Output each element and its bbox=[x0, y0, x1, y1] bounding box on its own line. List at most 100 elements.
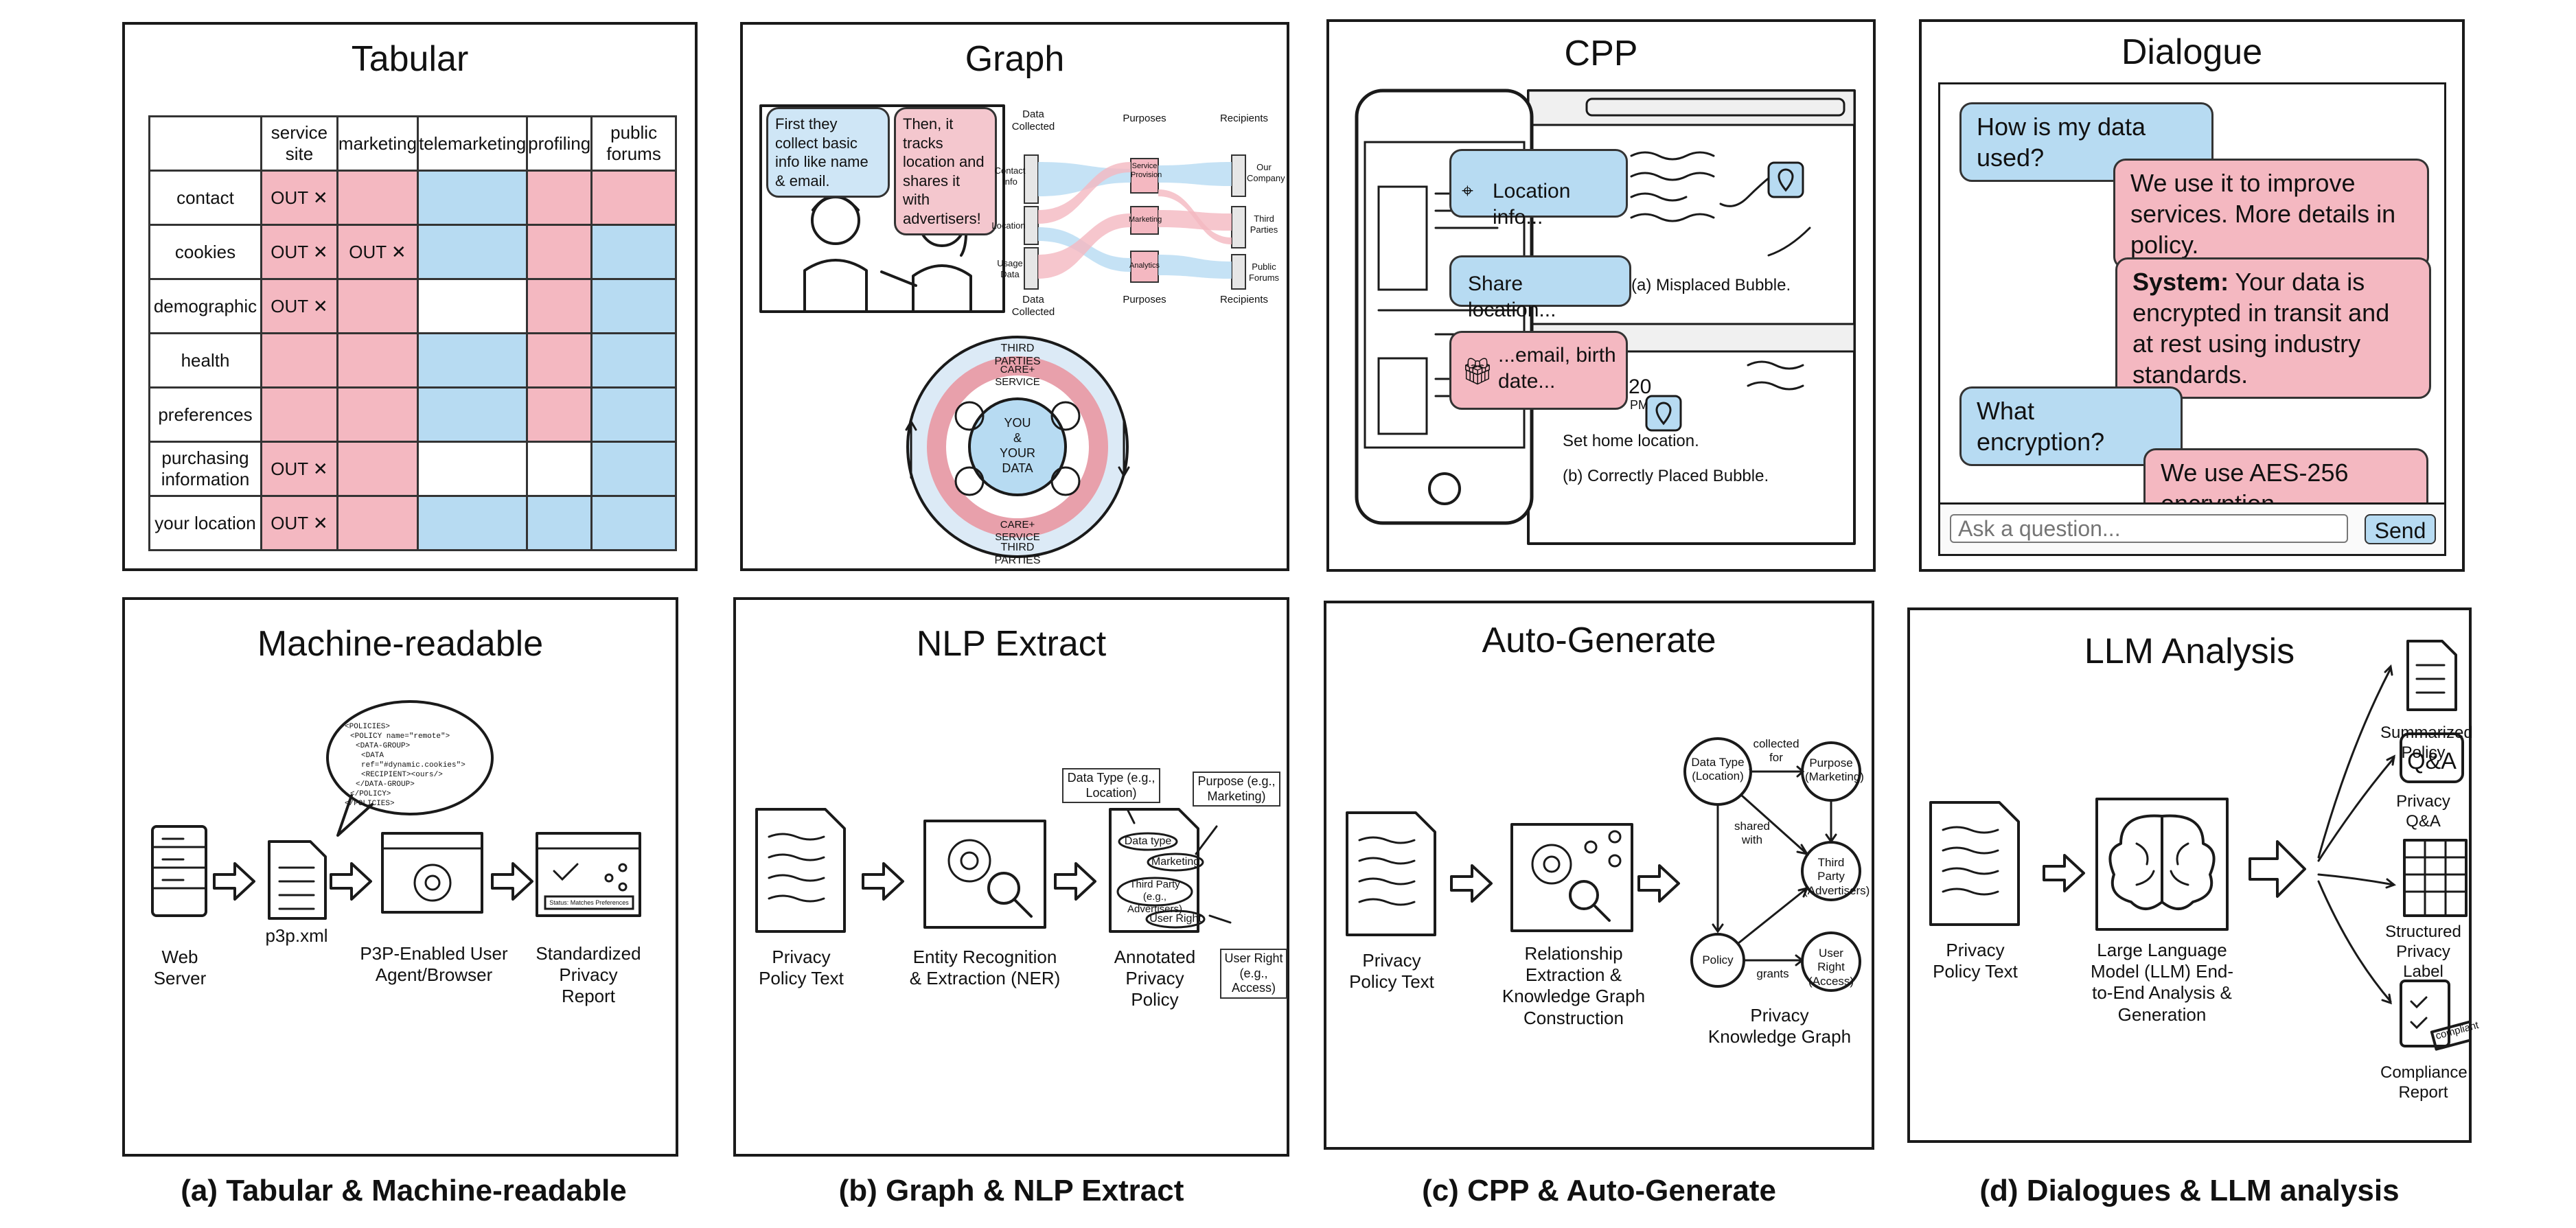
gift-icon: 🎁︎ bbox=[1461, 358, 1495, 386]
caption-d: (d) Dialogues & LLM analysis bbox=[1979, 1174, 2400, 1207]
ring-middle-top: CARE+ SERVICE bbox=[995, 364, 1040, 388]
user-right-box: User Right (e.g., Access) bbox=[1220, 949, 1287, 999]
ring-middle-bottom: CARE+ SERVICE bbox=[995, 519, 1040, 543]
kg-edge: shared with bbox=[1734, 820, 1770, 847]
row-label: demographic bbox=[148, 278, 262, 334]
table-cell bbox=[336, 441, 419, 497]
table-cell bbox=[526, 332, 593, 389]
table-cell: OUT ✕ bbox=[260, 278, 338, 334]
panel-dialogue: Dialogue How is my data used? We use it … bbox=[1919, 19, 2465, 572]
table-cell bbox=[590, 495, 677, 551]
cpp-bubble-email: 🎁︎ ...email, birth date... bbox=[1449, 331, 1628, 410]
purpose-box: Purpose (e.g., Marketing) bbox=[1193, 772, 1280, 807]
agent-label: P3P-Enabled User Agent/Browser bbox=[360, 943, 508, 986]
web-server-label: Web Server bbox=[153, 947, 207, 989]
caption-correct: (b) Correctly Placed Bubble. bbox=[1563, 467, 1769, 485]
table-cell bbox=[526, 495, 593, 551]
tag-marketing: Marketing bbox=[1151, 856, 1200, 868]
row-label: cookies bbox=[148, 224, 262, 280]
data-type-box: Data Type (e.g., Location) bbox=[1062, 768, 1160, 804]
table-cell bbox=[590, 170, 677, 226]
status-text: Status: Matches Preferences bbox=[549, 899, 629, 906]
location-pin-icon bbox=[1767, 161, 1804, 198]
panel-title: LLM Analysis bbox=[2084, 632, 2295, 671]
column-header: telemarketing bbox=[417, 115, 529, 172]
question-input[interactable] bbox=[1950, 514, 2348, 543]
table-cell bbox=[417, 170, 529, 226]
table-cell bbox=[590, 386, 677, 443]
xml-line: </DATA-GROUP> bbox=[356, 780, 415, 789]
panel-autogen: Auto-Generate Privacy Policy Text bbox=[1324, 601, 1874, 1150]
xml-line: <POLICIES> bbox=[345, 723, 391, 731]
chat-message-system: System: Your data is encrypted in transi… bbox=[2115, 257, 2431, 399]
table-cell bbox=[336, 386, 419, 443]
table-cell: OUT ✕ bbox=[260, 170, 338, 226]
table-cell bbox=[336, 332, 419, 389]
table-cell bbox=[417, 441, 529, 497]
xml-line: </POLICY> bbox=[350, 790, 391, 798]
kg-edge: grants bbox=[1756, 967, 1789, 980]
table-cell bbox=[590, 332, 677, 389]
table-cell bbox=[417, 386, 529, 443]
location-pin-icon: ⌖ bbox=[1462, 180, 1473, 202]
sankey-header-data: Data Collected bbox=[1011, 108, 1055, 132]
xml-line: <DATA ref="#dynamic.cookies"> bbox=[361, 752, 465, 769]
xml-line: <DATA-GROUP> bbox=[356, 742, 411, 750]
set-home-text: Set home location. bbox=[1563, 432, 1699, 450]
table-cell bbox=[526, 170, 593, 226]
send-button[interactable]: Send bbox=[2365, 514, 2436, 544]
row-label: purchasing information bbox=[148, 441, 262, 497]
sankey-header-purposes: Purposes bbox=[1123, 113, 1166, 124]
xml-file-icon bbox=[268, 840, 327, 920]
model-label: Large Language Model (LLM) End-to-End An… bbox=[2090, 940, 2234, 1025]
sankey-footer-purposes: Purposes bbox=[1123, 294, 1166, 305]
cpp-bubble-location-text: Location info... bbox=[1493, 180, 1571, 229]
machine-flow-illustration bbox=[151, 700, 641, 920]
kg-node: Purpose (Marketing) bbox=[1805, 756, 1864, 784]
nlp-flow-illustration bbox=[755, 808, 1232, 933]
sankey-footer-data: Data Collected bbox=[1011, 294, 1055, 318]
table-row: health bbox=[148, 332, 677, 389]
table-cell bbox=[417, 278, 529, 334]
output-compliance: Compliance Report bbox=[2380, 1063, 2468, 1102]
ring-center-data: DATA bbox=[1002, 461, 1033, 475]
speech-bubble-right: Then, it tracks location and shares it w… bbox=[894, 107, 997, 235]
sankey-diagram bbox=[1024, 154, 1246, 290]
tag-third-party: Third Party (e.g., Advertisers) bbox=[1127, 879, 1183, 915]
row-label: your location bbox=[148, 495, 262, 551]
autogen-flow-illustration bbox=[1346, 737, 1861, 992]
qa-icon bbox=[2400, 732, 2464, 783]
panel-title: Auto-Generate bbox=[1482, 621, 1716, 660]
system-text: Your data is encrypted in transit and at… bbox=[2132, 268, 2390, 389]
table-cell: OUT ✕ bbox=[260, 224, 338, 280]
row-label: preferences bbox=[148, 386, 262, 443]
sankey-purpose: Service Provision bbox=[1131, 162, 1162, 180]
caption-c: (c) CPP & Auto-Generate bbox=[1422, 1174, 1776, 1207]
ner-label: Entity Recognition & Extraction (NER) bbox=[909, 947, 1061, 989]
ring-outer-bottom: THIRD PARTIES bbox=[994, 542, 1041, 567]
cpp-bubble-email-text: ...email, birth date... bbox=[1498, 344, 1616, 393]
document-icon bbox=[755, 808, 846, 933]
report-label: Standardized Privacy Report bbox=[536, 943, 641, 1007]
table-cell bbox=[336, 278, 419, 334]
xml-line: </POLICIES> bbox=[345, 800, 395, 808]
location-pin-icon bbox=[1645, 395, 1682, 432]
output-summary: Summarized Policy bbox=[2380, 723, 2473, 762]
sankey-footer-recipients: Recipients bbox=[1219, 294, 1269, 305]
column-header: profiling bbox=[526, 115, 593, 172]
table-cell bbox=[417, 332, 529, 389]
time-pm: PM bbox=[1630, 398, 1648, 412]
ring-center-you: YOU bbox=[1004, 416, 1031, 430]
table-cell: OUT ✕ bbox=[260, 495, 338, 551]
brain-icon bbox=[2095, 798, 2229, 931]
document-icon bbox=[1346, 811, 1436, 936]
table-cell bbox=[260, 386, 338, 443]
table-cell bbox=[526, 224, 593, 280]
web-server-icon bbox=[151, 825, 207, 917]
table-cell: OUT ✕ bbox=[260, 441, 338, 497]
document-icon bbox=[1929, 801, 2020, 926]
